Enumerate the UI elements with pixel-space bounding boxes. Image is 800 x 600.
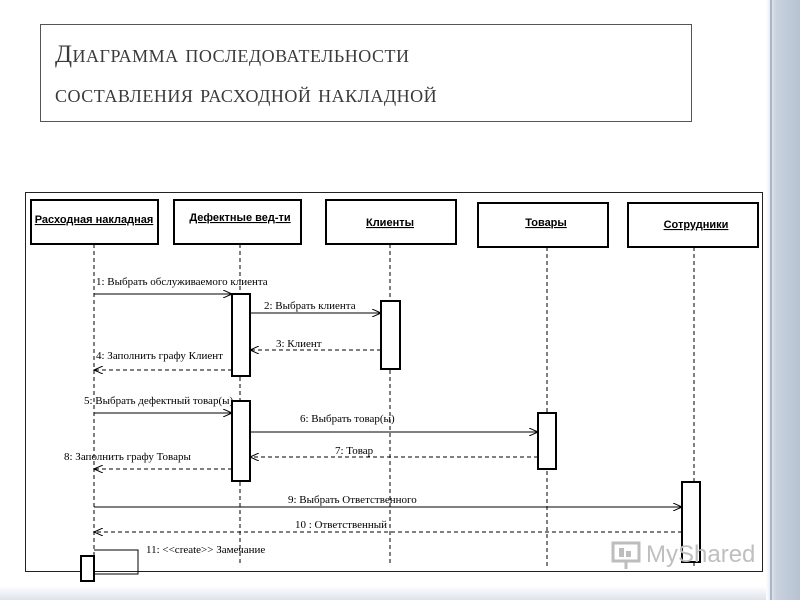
- activation-defect-sheets-2: [231, 400, 251, 482]
- presentation-board-icon: [611, 541, 641, 569]
- message-7-label: 7: Товар: [335, 445, 374, 457]
- activation-defect-sheets-1: [231, 293, 251, 377]
- message-4-label: 4: Заполнить графу Клиент: [96, 350, 223, 362]
- slide-right-border: [766, 0, 800, 600]
- lifeline-expense-invoice: Расходная накладная: [30, 199, 159, 566]
- watermark: MyShared: [610, 538, 765, 572]
- lifeline-defect-sheets-label: Дефектные вед-ти: [189, 212, 290, 224]
- message-11-label: 11: <<create>> Замечание: [146, 544, 265, 556]
- lifeline-defect-sheets: Дефектные вед-ти: [173, 199, 302, 566]
- activation-employees: [681, 481, 701, 563]
- lifeline-employees-label: Сотрудники: [664, 219, 729, 231]
- lifeline-clients-box: [325, 199, 457, 245]
- lifeline-goods-label: Товары: [525, 217, 567, 229]
- lifeline-employees: Сотрудники: [627, 202, 759, 566]
- lifeline-employees-box: [627, 202, 759, 248]
- message-3-label: 3: Клиент: [276, 338, 322, 350]
- sequence-diagram-frame: [25, 192, 763, 572]
- lifeline-clients: Клиенты: [325, 199, 457, 566]
- slide-title-line-2: составления расходной накладной: [55, 81, 438, 108]
- slide-title-line-1: Диаграмма последовательности: [55, 41, 410, 68]
- lifeline-expense-invoice-box: [30, 199, 159, 245]
- message-11-arrow: [94, 549, 139, 575]
- activation-clients: [380, 300, 401, 370]
- message-9-label: 9: Выбрать Ответственного: [288, 494, 417, 506]
- message-6-label: 6: Выбрать товар(ы): [300, 413, 395, 425]
- lifeline-defect-sheets-box: [173, 199, 302, 245]
- lifeline-clients-label: Клиенты: [366, 217, 414, 229]
- lifeline-expense-invoice-label: Расходная накладная: [35, 214, 154, 226]
- slide-bottom-border: [0, 586, 766, 600]
- lifeline-goods-box: [477, 202, 609, 248]
- watermark-text: MyShared: [646, 541, 756, 568]
- activation-remark: [80, 555, 95, 582]
- slide-title-box: Диаграмма последовательности составления…: [40, 24, 692, 122]
- message-1-label: 1: Выбрать обслуживаемого клиента: [96, 276, 268, 288]
- message-5-label: 5: Выбрать дефектный товар(ы): [84, 395, 233, 407]
- message-2-label: 2: Выбрать клиента: [264, 300, 356, 312]
- message-8-label: 8: Заполнить графу Товары: [64, 451, 191, 463]
- lifeline-goods: Товары: [477, 202, 609, 566]
- message-10-label: 10 : Ответственный: [295, 519, 387, 531]
- activation-goods: [537, 412, 557, 470]
